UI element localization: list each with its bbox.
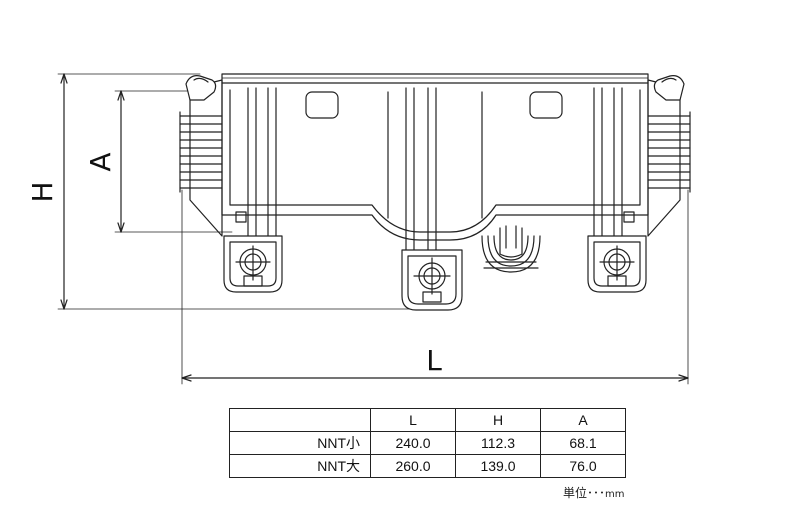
row-h: 139.0 xyxy=(455,454,541,478)
row-name: NNT大 xyxy=(229,454,371,478)
row-l: 260.0 xyxy=(370,454,456,478)
dim-label-h: H xyxy=(26,181,59,202)
clamp-right xyxy=(587,235,647,293)
part-body xyxy=(221,73,649,241)
vertical-posts xyxy=(235,87,635,257)
header-cell-h: H xyxy=(455,408,541,432)
header-cell-l: L xyxy=(370,408,456,432)
spring-clip xyxy=(481,225,541,273)
row-name: NNT小 xyxy=(229,431,371,455)
header-cell-a: A xyxy=(540,408,626,432)
clamp-left xyxy=(223,235,283,293)
unit-note-prefix: 単位･･･ xyxy=(563,486,606,500)
row-a: 68.1 xyxy=(540,431,626,455)
header-cell-name xyxy=(229,408,371,432)
row-h: 112.3 xyxy=(455,431,541,455)
unit-note: 単位･･･mm xyxy=(563,484,625,501)
technical-drawing: H A L xyxy=(26,73,691,385)
dimension-a xyxy=(114,90,233,233)
dim-label-l: L xyxy=(426,344,442,377)
spec-table: L H A NNT小 240.0 112.3 68.1 NNT大 260.0 1… xyxy=(229,408,626,478)
right-fins xyxy=(647,75,691,237)
dim-label-a: A xyxy=(84,152,117,171)
dimension-l xyxy=(181,189,689,385)
dimension-h xyxy=(57,73,421,310)
unit-note-unit: mm xyxy=(605,489,625,500)
table-header-row: L H A xyxy=(229,408,626,432)
left-fins xyxy=(179,75,223,237)
row-a: 76.0 xyxy=(540,454,626,478)
table-row: NNT小 240.0 112.3 68.1 xyxy=(229,431,626,455)
table-row: NNT大 260.0 139.0 76.0 xyxy=(229,454,626,478)
clamp-center xyxy=(401,249,463,311)
row-l: 240.0 xyxy=(370,431,456,455)
